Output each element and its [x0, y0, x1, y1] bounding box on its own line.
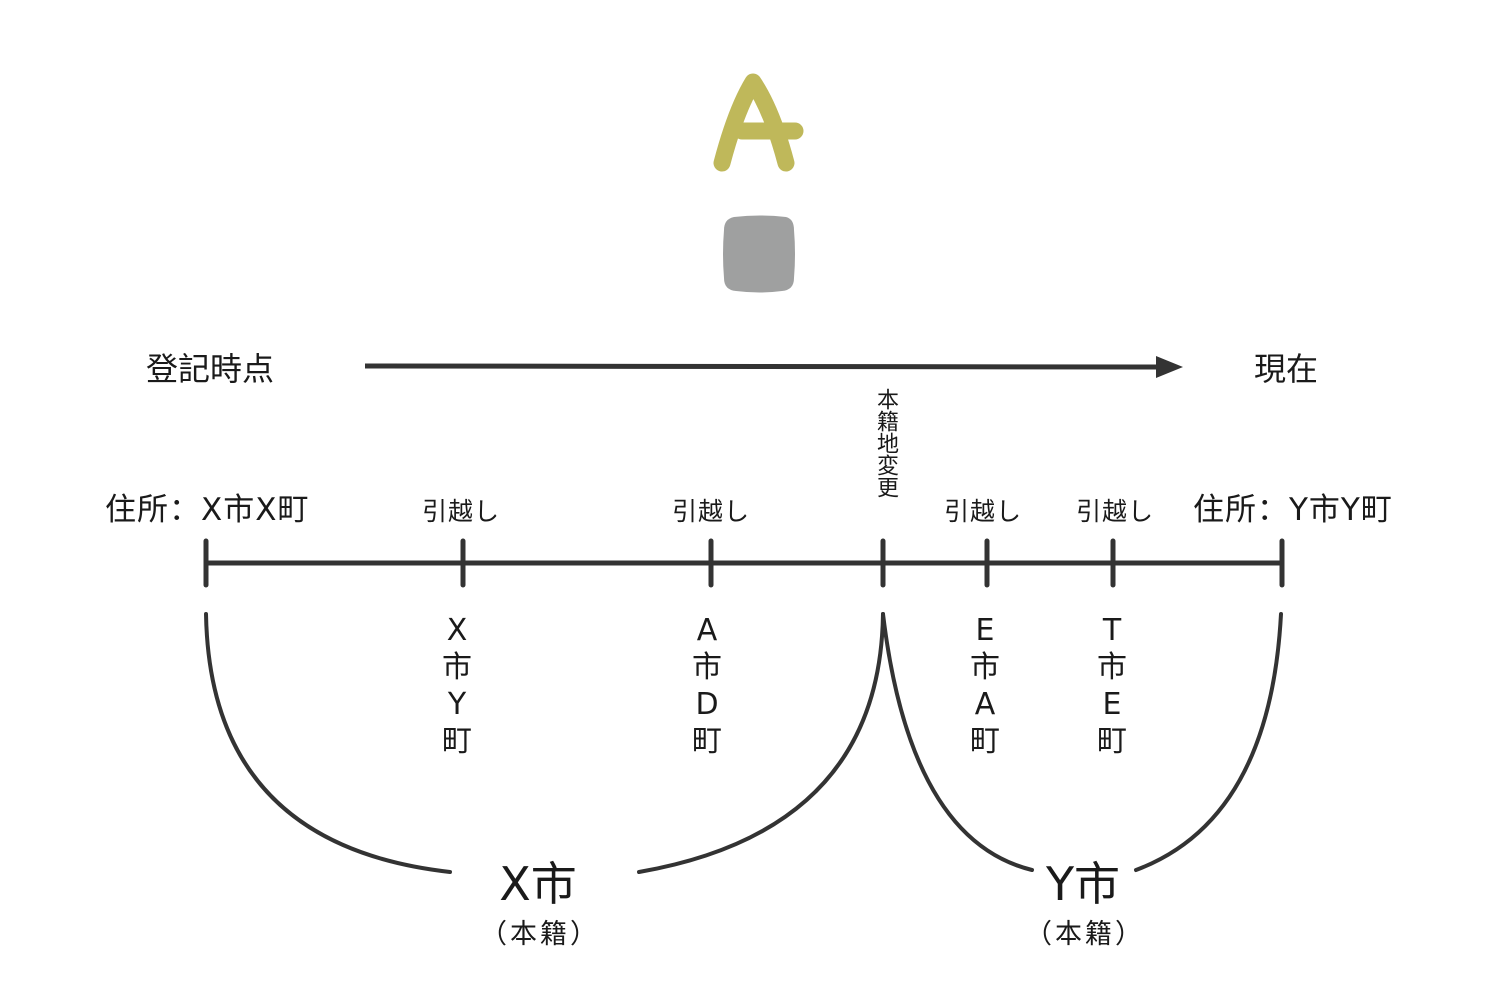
town-4-char-1: T [1102, 613, 1122, 648]
move-label-3: 引越し [943, 497, 1023, 526]
person-body-shape [723, 215, 795, 293]
town-1-char-3: Y [447, 687, 467, 722]
town-1-char-4: 町 [442, 724, 472, 759]
town-4-char-4: 町 [1097, 724, 1127, 759]
town-label-4: T 市 E 町 [1092, 612, 1132, 760]
group-city-x: X市 [499, 857, 577, 911]
town-2-char-4: 町 [692, 724, 722, 759]
bracket-x-city-left [204, 612, 452, 874]
town-4-char-2: 市 [1097, 650, 1127, 685]
bracket-y-city-left [881, 612, 1034, 872]
person-letter-a-icon [713, 73, 804, 172]
town-label-3: E 市 A 町 [965, 612, 1005, 760]
domicile-change-label: 本籍地変更 [873, 388, 898, 498]
town-2-char-1: A [696, 613, 718, 648]
town-3-char-2: 市 [970, 650, 1000, 685]
address-start-label: 住所：X市X町 [105, 492, 310, 528]
end-label: 現在 [1254, 350, 1319, 388]
group-note-x: （本籍） [480, 919, 600, 950]
town-1-char-1: X [446, 613, 468, 648]
time-arrow-line [364, 363, 1161, 370]
move-label-2: 引越し [671, 497, 751, 526]
move-label-1: 引越し [421, 497, 501, 526]
start-label: 登記時点 [146, 350, 275, 388]
bracket-x-city-right [637, 612, 885, 874]
town-2-char-3: D [695, 687, 719, 722]
town-3-char-4: 町 [970, 724, 1000, 759]
group-city-y: Y市 [1045, 857, 1121, 911]
town-label-2: A 市 D 町 [687, 612, 727, 760]
town-4-char-3: E [1102, 687, 1122, 722]
move-label-4: 引越し [1075, 497, 1155, 526]
town-2-char-2: 市 [692, 650, 722, 685]
town-3-char-1: E [975, 613, 995, 648]
town-3-char-3: A [974, 687, 996, 722]
time-arrow-head-icon [1156, 356, 1183, 378]
address-end-label: 住所：Y市Y町 [1193, 492, 1393, 528]
town-label-1: X 市 Y 町 [437, 612, 477, 760]
group-note-y: （本籍） [1025, 919, 1145, 950]
bracket-y-city-right [1134, 612, 1283, 872]
town-1-char-2: 市 [442, 650, 472, 685]
